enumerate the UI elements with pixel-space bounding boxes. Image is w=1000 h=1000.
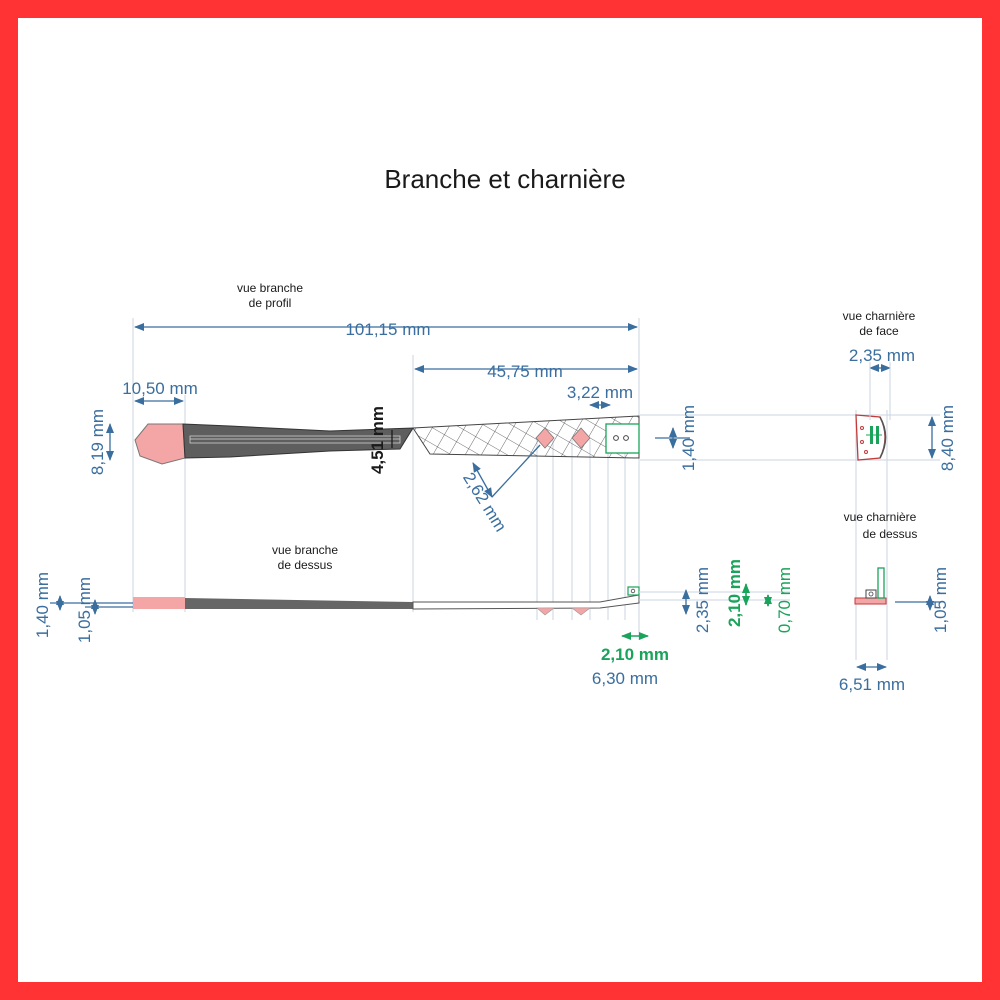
label-top-1: vue branche <box>272 543 338 557</box>
temple-profile-view: vue branche de profil <box>134 281 640 465</box>
dimensions-hinge-face: 2,35 mm 8,40 mm <box>849 346 957 471</box>
dim-tip-length: 10,50 mm <box>122 379 198 398</box>
temple-body <box>182 423 414 459</box>
dim-top-2-35: 2,35 mm <box>693 567 712 633</box>
label-profile-2: de profil <box>249 296 292 310</box>
label-hinge-face-2: de face <box>859 324 899 338</box>
dim-hinge-face-height: 8,40 mm <box>938 405 957 471</box>
hinge-plate-profile <box>605 423 640 454</box>
hinge-top-view: vue charnière de dessus <box>844 510 918 605</box>
dim-front-length: 45,75 mm <box>487 362 563 381</box>
dim-top-thick-b: 1,05 mm <box>75 577 94 643</box>
dim-top-2-10-horizontal: 2,10 mm <box>601 645 669 664</box>
technical-drawing: Branche et charnière vue branche de prof… <box>33 164 957 694</box>
label-hinge-face-1: vue charnière <box>843 309 916 323</box>
extension-lines <box>132 318 940 660</box>
label-profile-1: vue branche <box>237 281 303 295</box>
dimensions-top: 1,40 mm 1,05 mm 2,35 mm 2,10 mm 0,70 mm … <box>33 559 794 688</box>
dim-tip-height: 8,19 mm <box>88 409 107 475</box>
hinge-top-pin <box>877 567 885 599</box>
label-hinge-top-1: vue charnière <box>844 510 917 524</box>
dim-mid-height: 4,51 mm <box>368 406 387 474</box>
top-front <box>412 594 640 610</box>
temple-hatched-front <box>412 415 640 459</box>
top-hinge <box>627 586 640 596</box>
dim-hinge-thickness: 1,40 mm <box>679 405 698 471</box>
dim-top-thick-a: 1,40 mm <box>33 572 52 638</box>
dim-top-2-10-vertical: 2,10 mm <box>725 559 744 627</box>
hinge-face-view: vue charnière de face <box>843 309 916 461</box>
dim-hinge-top-1-05: 1,05 mm <box>931 567 950 633</box>
drawing-frame: Branche et charnière vue branche de prof… <box>18 18 982 982</box>
diamond-2 <box>571 427 591 449</box>
dim-diamond-size: 2,62 mm <box>459 469 510 535</box>
dim-hinge-top-6-51: 6,51 mm <box>839 675 905 694</box>
dim-hinge-face-width: 2,35 mm <box>849 346 915 365</box>
dim-top-0-70: 0,70 mm <box>775 567 794 633</box>
label-hinge-top-2: de dessus <box>863 527 918 541</box>
hinge-top-base <box>854 597 887 605</box>
top-diamond-1 <box>536 607 555 616</box>
top-diamond-2 <box>571 607 591 616</box>
label-top-2: de dessus <box>278 558 333 572</box>
diamond-1 <box>535 427 555 449</box>
drawing-title: Branche et charnière <box>384 164 625 194</box>
temple-tip <box>134 423 186 465</box>
dim-hinge-offset: 3,22 mm <box>567 383 633 402</box>
top-body <box>185 598 413 609</box>
dim-top-6-30: 6,30 mm <box>592 669 658 688</box>
dim-total-length: 101,15 mm <box>345 320 430 339</box>
temple-top-view: vue branche de dessus <box>133 543 790 616</box>
top-tip <box>133 597 185 609</box>
dimensions-hinge-top: 1,05 mm 6,51 mm <box>839 567 950 694</box>
